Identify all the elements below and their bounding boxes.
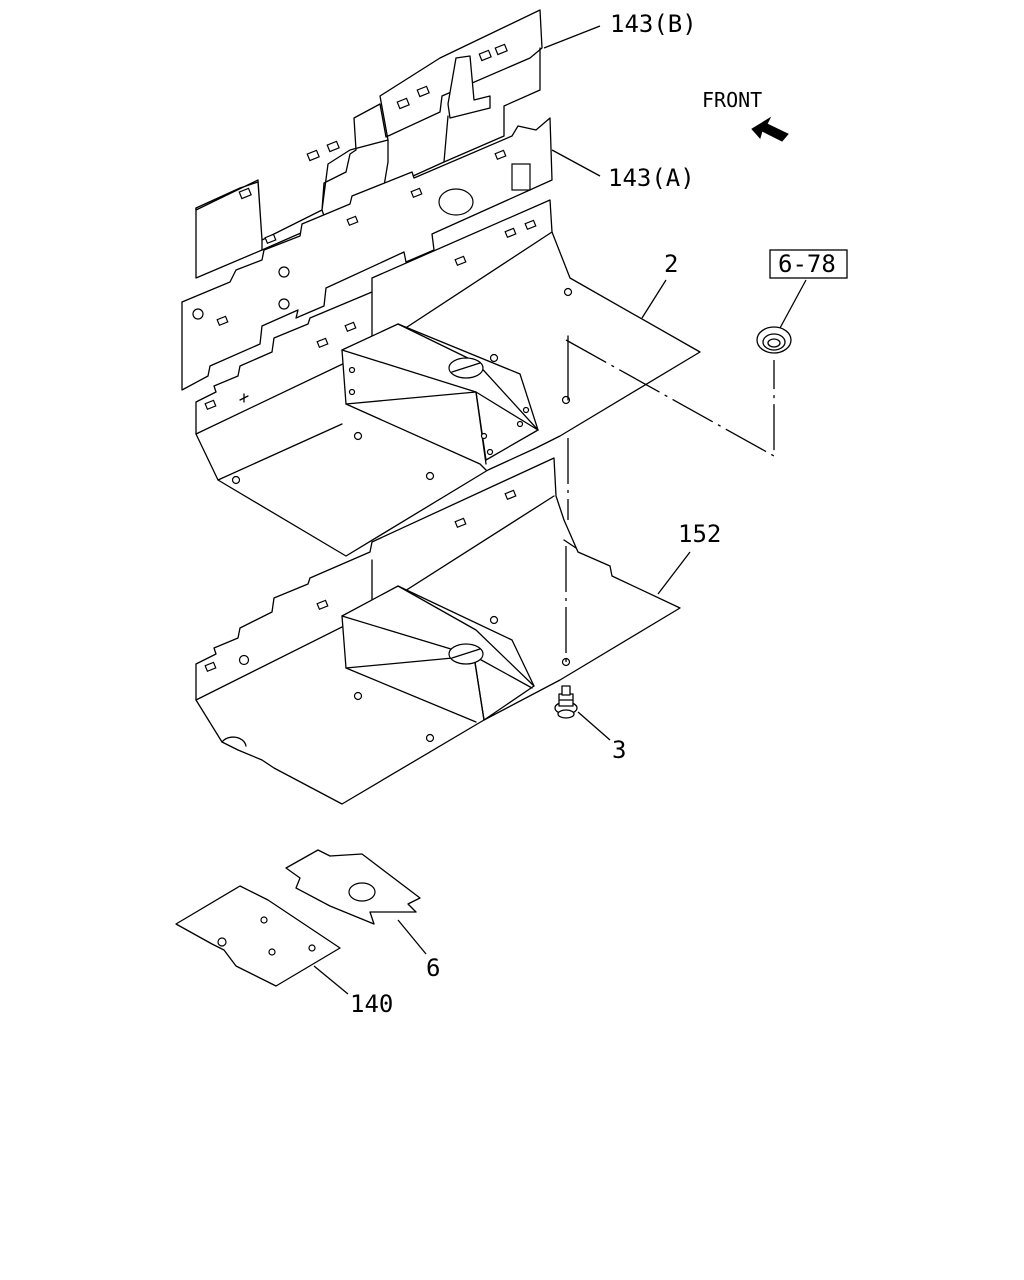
part-140-plate [175, 885, 341, 987]
leader-lines [313, 25, 807, 995]
part-2-floor-panel [195, 199, 701, 557]
assembly-lines [565, 339, 775, 662]
reference-box [769, 249, 848, 279]
callout-678-label: 6-78 [778, 250, 836, 278]
part-152-floor-panel [195, 457, 681, 805]
part-6-plate [285, 849, 421, 925]
part-143a-insulator [181, 117, 553, 391]
callout-140-label: 140 [350, 990, 393, 1018]
front-arrow-icon [751, 116, 789, 142]
front-label: FRONT [702, 88, 762, 112]
callout-2-label: 2 [664, 250, 678, 278]
part-3-fastener [554, 685, 578, 719]
callout-6-label: 6 [426, 954, 440, 982]
front-indicator: FRONT [702, 88, 789, 142]
part-678-grommet [756, 326, 792, 354]
callout-143a-label: 143(A) [608, 164, 695, 192]
callout-labels: 143(B) 143(A) 2 6-78 152 3 6 140 [350, 10, 848, 1018]
callout-143b-label: 143(B) [610, 10, 697, 38]
callout-152-label: 152 [678, 520, 721, 548]
callout-3-label: 3 [612, 736, 626, 764]
